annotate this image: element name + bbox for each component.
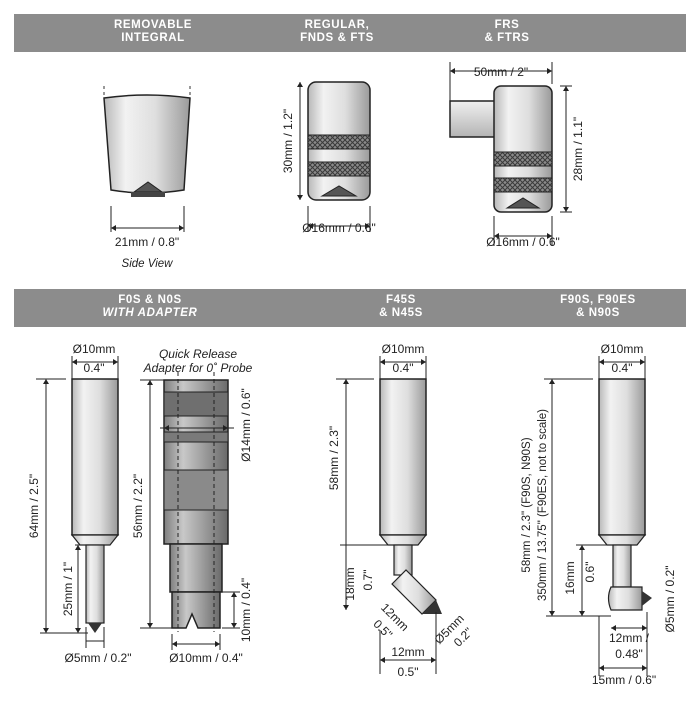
f45s-lower-in-label: 0.7" <box>361 570 375 591</box>
header-line: & FTRS <box>484 32 530 44</box>
f90s-diameter-label: Ø10mm <box>601 342 644 356</box>
removable-probe: 21mm / 0.8" Side View <box>103 86 191 270</box>
adapter-title-1: Quick Release <box>159 347 237 361</box>
bottom-section-header-band <box>14 289 686 327</box>
regular-diameter-label: Ø16mm / 0.6" <box>302 221 376 235</box>
f0s-total-label: 64mm / 2.5" <box>27 474 41 538</box>
f90s-total-label: 15mm / 0.6" <box>592 673 656 687</box>
removable-caption: Side View <box>122 258 174 270</box>
frs-height-label: 28mm / 1.1" <box>571 117 585 181</box>
f45s-offset-mm-label: 12mm <box>391 645 424 659</box>
f45s-diameter-label: Ø10mm <box>382 342 425 356</box>
header-line: WITH ADAPTER <box>102 307 198 319</box>
f90s-foot-in-label: 0.48" <box>615 647 643 661</box>
f0s-diameter-in-label: 0.4" <box>84 361 105 375</box>
header-line: REMOVABLE <box>113 19 193 31</box>
header-line: F90S, F90ES <box>560 294 636 306</box>
f0s-tip-length-label: 25mm / 1" <box>61 562 75 616</box>
regular-probe: 30mm / 1.2" Ø16mm / 0.6" <box>281 81 376 235</box>
header-f90s-f90es-n90s: F90S, F90ES & N90S <box>523 294 673 320</box>
adapter-tip-length-label: 10mm / 0.4" <box>239 578 253 642</box>
header-line: FRS <box>494 19 520 31</box>
f45s-probe: Ø10mm 0.4" 58mm / 2.3" 18mm 0.7" 12mm 0.… <box>327 342 476 679</box>
adapter-outer-label: Ø14mm / 0.6" <box>239 388 253 462</box>
f45s-body-label: 58mm / 2.3" <box>327 426 341 490</box>
f90s-foot-mm-label: 12mm / <box>609 631 650 645</box>
f90s-diameter-in-label: 0.4" <box>612 361 633 375</box>
f90s-probe: Ø10mm 0.4" 58mm / 2.3" (F90S, N90S) 350m… <box>521 342 677 687</box>
removable-width-label: 21mm / 0.8" <box>115 235 179 249</box>
header-line: F0S & N0S <box>118 294 182 306</box>
adapter-title-2: Adapter for 0˚ Probe <box>143 361 253 375</box>
header-regular-fnds-fts: REGULAR, FNDS & FTS <box>262 19 412 45</box>
adapter-bore-label: Ø10mm / 0.4" <box>169 651 243 665</box>
top-section-header-band <box>14 14 686 52</box>
header-line: & N90S <box>576 307 620 319</box>
f90s-length-1-label: 58mm / 2.3" (F90S, N90S) <box>521 437 533 572</box>
frs-length-label: 50mm / 2" <box>474 65 528 79</box>
frs-diameter-label: Ø16mm / 0.6" <box>486 235 560 249</box>
f45s-diameter-in-label: 0.4" <box>393 361 414 375</box>
f0s-probe: Ø10mm 0.4" 64mm / 2.5" 25mm / 1" Ø5mm / … <box>27 342 131 665</box>
f45s-lower-mm-label: 18mm <box>343 567 357 600</box>
f90s-lower-in-label: 0.6" <box>583 562 597 583</box>
header-line: FNDS & FTS <box>300 32 374 44</box>
header-line: & N45S <box>379 307 423 319</box>
header-frs-ftrs: FRS & FTRS <box>432 19 582 45</box>
regular-height-label: 30mm / 1.2" <box>281 109 295 173</box>
header-removable-integral: REMOVABLE INTEGRAL <box>78 19 228 45</box>
frs-probe: 50mm / 2" 28mm / 1.1" Ø16mm / 0.6" <box>449 62 585 249</box>
adapter-length-label: 56mm / 2.2" <box>131 474 145 538</box>
header-f0s-n0s: F0S & N0S WITH ADAPTER <box>70 294 230 320</box>
header-f45s-n45s: F45S & N45S <box>326 294 476 320</box>
f45s-offset-in-label: 0.5" <box>398 665 419 679</box>
header-line: INTEGRAL <box>121 32 185 44</box>
f90s-length-2-label: 350mm / 13.75" (F90ES, not to scale) <box>537 409 549 601</box>
quick-release-adapter: Quick Release Adapter for 0˚ Probe 56mm … <box>131 347 253 665</box>
f0s-diameter-label: Ø10mm <box>73 342 116 356</box>
header-line: F45S <box>386 294 416 306</box>
f0s-tip-label: Ø5mm / 0.2" <box>65 651 132 665</box>
f90s-lower-mm-label: 16mm <box>563 561 577 594</box>
header-line: REGULAR, <box>304 19 370 31</box>
f90s-tip-label: Ø5mm / 0.2" <box>663 566 677 633</box>
